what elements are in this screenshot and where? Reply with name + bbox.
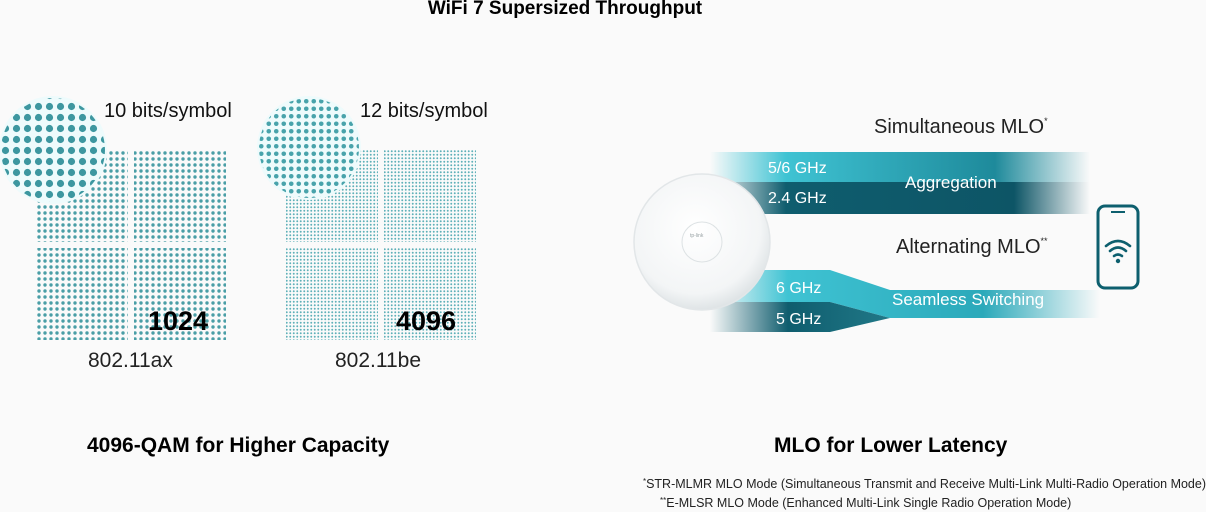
smartphone-icon — [1096, 204, 1140, 290]
band-2-4ghz: 2.4 GHz — [768, 190, 827, 207]
band-5-6ghz: 5/6 GHz — [768, 160, 827, 177]
beam-2-4ghz — [710, 182, 1090, 214]
standard-802-11ax: 802.11ax — [88, 349, 173, 372]
qam-4096-constellation — [257, 96, 476, 340]
beam-5ghz — [710, 302, 1100, 332]
qam-quadrant — [384, 248, 476, 340]
zoomed-dots — [259, 98, 359, 198]
band-5ghz: 5 GHz — [776, 311, 822, 328]
footnote-str-mlmr: *STR-MLMR MLO Mode (Simultaneous Transmi… — [642, 477, 1206, 491]
wifi-dot — [1115, 258, 1121, 264]
mlo-section-title: MLO for Lower Latency — [774, 434, 1008, 457]
ap-logo-text: tp-link — [690, 233, 704, 239]
qam-1024-constellation — [0, 96, 226, 340]
qam-quadrant — [134, 248, 226, 340]
bits-per-symbol-10: 10 bits/symbol — [104, 100, 232, 122]
qam-quadrant — [36, 248, 128, 340]
page-title: WiFi 7 Supersized Throughput — [427, 0, 703, 19]
beam-5-6ghz — [710, 152, 1090, 182]
zoomed-dots — [1, 98, 105, 202]
qam-section-title: 4096-QAM for Higher Capacity — [87, 434, 390, 457]
qam-order-4096: 4096 — [396, 306, 457, 336]
wifi-icon — [1104, 239, 1132, 258]
beam-6ghz — [710, 270, 1100, 318]
qam-quadrant — [134, 150, 226, 242]
seamless-switching-label: Seamless Switching — [892, 290, 1045, 309]
qam-order-1024: 1024 — [148, 306, 209, 336]
bits-per-symbol-12: 12 bits/symbol — [360, 100, 488, 122]
mlo-diagram — [633, 152, 1140, 332]
footnote-e-mlsr: **E-MLSR MLO Mode (Enhanced Multi-Link S… — [660, 496, 1072, 510]
aggregation-label: Aggregation — [905, 173, 997, 192]
band-6ghz: 6 GHz — [776, 280, 822, 297]
qam-quadrant — [384, 150, 476, 242]
alternating-mlo-label: Alternating MLO** — [896, 236, 1048, 258]
qam-quadrant — [286, 248, 378, 340]
access-point-logo-ring — [681, 221, 723, 263]
standard-802-11be: 802.11be — [335, 349, 422, 372]
access-point-icon — [633, 173, 771, 311]
simultaneous-mlo-label: Simultaneous MLO* — [874, 116, 1048, 138]
